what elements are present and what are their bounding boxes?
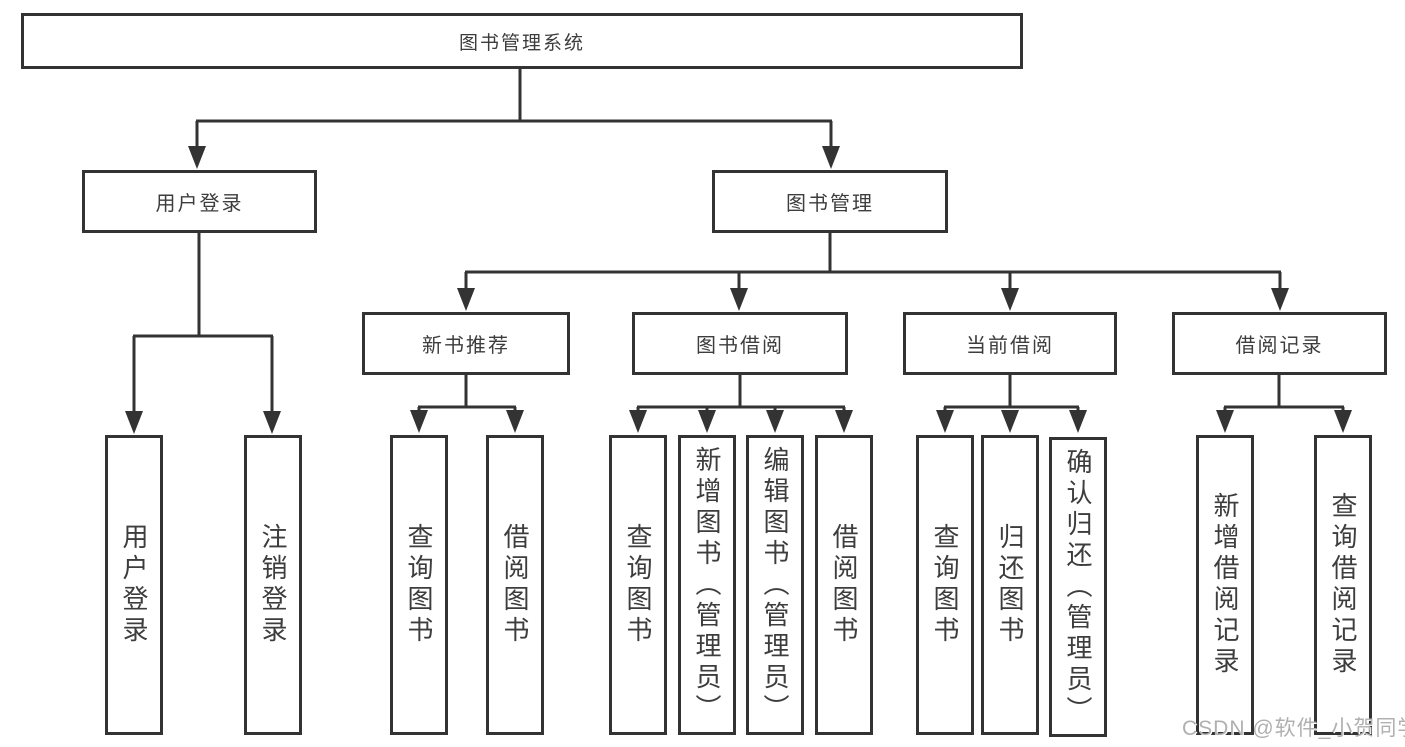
node-label: 借阅记录 <box>1235 335 1324 357</box>
leaf-current-query-books: 查询图书 <box>916 435 974 735</box>
node-label: 图书借阅 <box>696 335 784 357</box>
leaf-label: 借阅图书 <box>500 523 530 647</box>
leaf-logout: 注销登录 <box>244 435 302 735</box>
leaf-label: 注销登录 <box>258 523 288 647</box>
node-label: 当前借阅 <box>966 335 1054 357</box>
node-new-book-recommend: 新书推荐 <box>362 312 570 375</box>
leaf-label: 编辑图书（管理员） <box>760 445 790 725</box>
leaf-label: 新增图书（管理员） <box>692 445 722 725</box>
leaf-label: 归还图书 <box>995 523 1025 647</box>
leaf-label: 确认归还（管理员） <box>1063 447 1093 727</box>
node-label: 图书管理系统 <box>458 32 585 54</box>
leaf-newbook-borrow-books: 借阅图书 <box>486 435 544 735</box>
leaf-records-add-record: 新增借阅记录 <box>1196 435 1254 735</box>
node-label: 用户登录 <box>155 193 244 215</box>
leaf-current-return-books: 归还图书 <box>981 435 1039 735</box>
csdn-watermark: CSDN @软件_小贺同学 <box>1182 717 1405 740</box>
node-book-borrowing: 图书借阅 <box>632 312 848 375</box>
leaf-label: 新增借阅记录 <box>1210 492 1240 678</box>
leaf-user-login: 用户登录 <box>105 435 163 735</box>
leaf-borrowing-add-books-admin: 新增图书（管理员） <box>678 435 736 735</box>
leaf-label: 用户登录 <box>119 523 149 647</box>
leaf-current-confirm-return-admin: 确认归还（管理员） <box>1049 437 1107 737</box>
leaf-label: 查询图书 <box>930 523 960 647</box>
leaf-label: 查询图书 <box>623 523 653 647</box>
node-label: 图书管理 <box>786 193 874 215</box>
node-current-borrowing: 当前借阅 <box>903 312 1117 375</box>
leaf-label: 借阅图书 <box>829 523 859 647</box>
leaf-records-query-record: 查询借阅记录 <box>1314 435 1372 735</box>
node-book-management: 图书管理 <box>712 170 948 233</box>
leaf-label: 查询图书 <box>404 523 434 647</box>
node-root-library-system: 图书管理系统 <box>21 13 1023 69</box>
leaf-label: 查询借阅记录 <box>1328 492 1358 678</box>
leaf-borrowing-edit-books-admin: 编辑图书（管理员） <box>746 435 804 735</box>
leaf-newbook-query-books: 查询图书 <box>390 435 448 735</box>
leaf-borrowing-query-books: 查询图书 <box>609 435 667 735</box>
node-borrowing-records: 借阅记录 <box>1172 312 1387 375</box>
leaf-borrowing-borrow-books: 借阅图书 <box>815 435 873 735</box>
node-user-login: 用户登录 <box>82 170 317 233</box>
node-label: 新书推荐 <box>422 335 510 357</box>
